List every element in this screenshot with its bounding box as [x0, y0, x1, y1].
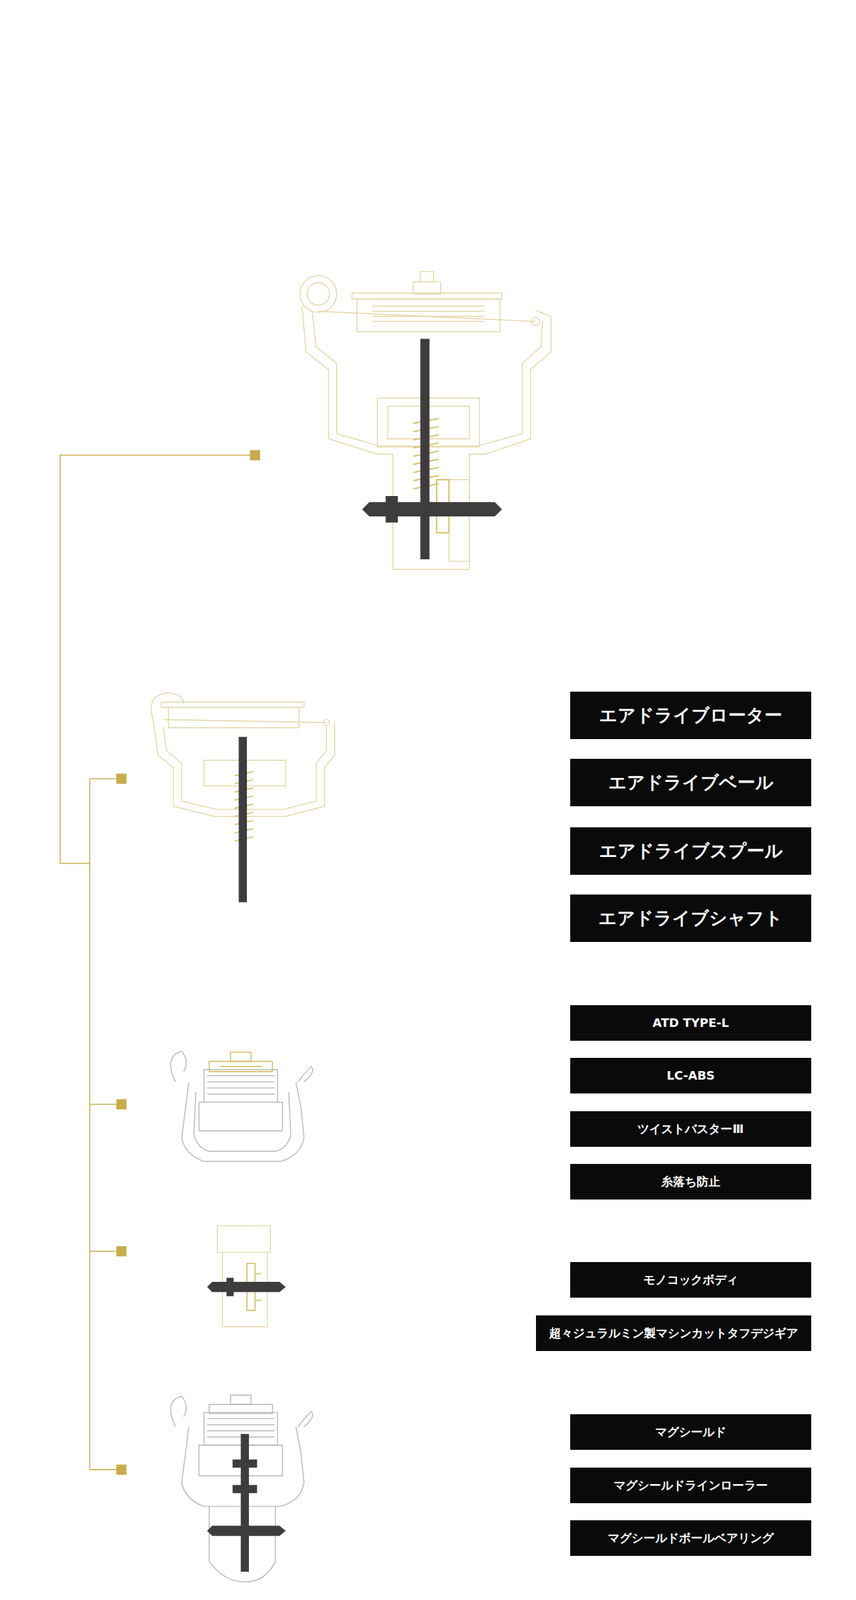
reel-cross-section-part [302, 306, 552, 570]
feature-name: ATD TYPE-L [652, 1015, 729, 1030]
gear-body-part [217, 1225, 271, 1252]
reel-cross-section-part [306, 282, 330, 305]
tree-line-part-part [116, 1463, 127, 1474]
magseal-reel-part [207, 1433, 286, 1572]
reel-cross-section-part [413, 281, 442, 295]
rotor-cross-section-part [168, 707, 299, 728]
reel-cross-section-part-part [362, 501, 502, 517]
spool-rotor-part [181, 1081, 305, 1161]
feature-label-box: 超々ジュラルミン製マシンカットタフデジギア [535, 1314, 812, 1351]
feature-label-box: エアドライブベール [570, 758, 812, 806]
magseal-reel-part [170, 1395, 187, 1427]
tree-line-part-part [116, 1245, 127, 1256]
rotor-cross-section-part [163, 719, 327, 723]
spool-rotor-part [198, 1101, 283, 1130]
magseal-reel-part [207, 1417, 275, 1419]
feature-label-box: LC-ABS [570, 1057, 812, 1094]
feature-label-box: 糸落ち防止 [570, 1163, 812, 1200]
magseal-reel-part [209, 1403, 273, 1414]
feature-label-box: エアドライブローター [570, 691, 812, 739]
gear-body [207, 1225, 286, 1327]
spool-rotor-part [207, 1087, 275, 1088]
feature-name: マグシールド [655, 1424, 727, 1439]
magseal-reel-part-part [240, 1433, 249, 1572]
feature-name: モノコックボディ [643, 1272, 739, 1287]
spool-rotor-part [207, 1074, 275, 1076]
feature-name: エアドライブスプール [599, 840, 783, 862]
feature-label-box: エアドライブシャフト [570, 894, 812, 942]
reel-cross-section-part [420, 271, 434, 282]
magseal-reel-part-part [232, 1459, 257, 1468]
feature-name: 糸落ち防止 [661, 1174, 721, 1189]
reel-cross-section-part-part [420, 338, 430, 560]
tree-line-part-part [116, 1098, 127, 1109]
tree-line-part [89, 778, 91, 1470]
gear-body-part-part [226, 1277, 234, 1296]
feature-label-box: エアドライブスプール [570, 827, 812, 875]
reel-cross-section-part [362, 338, 502, 560]
reel-cross-section-part [372, 320, 485, 322]
magseal-reel-part-part [207, 1524, 286, 1535]
spool-rotor-part-part [209, 1060, 273, 1071]
feature-name: エアドライブベール [608, 771, 774, 793]
reel-cross-section-part [449, 479, 470, 562]
feature-name: 超々ジュラルミン製マシンカットタフデジギア [549, 1325, 799, 1340]
feature-label-box: ATD TYPE-L [570, 1004, 812, 1041]
spool-rotor-part [170, 1050, 187, 1082]
tree-line [59, 449, 261, 1475]
reel-cross-section-part [531, 317, 540, 326]
spool-rotor-part-part [230, 1051, 251, 1061]
feature-name: エアドライブシャフト [598, 907, 783, 929]
spool-rotor-part [193, 1091, 291, 1151]
magseal-reel-part [230, 1394, 251, 1404]
magseal-reel-part-part [232, 1484, 257, 1493]
reel-illustration-part [59, 271, 551, 1581]
tree-line-part-part [116, 773, 127, 783]
reel-cross-section [300, 271, 552, 569]
spool-rotor-part [209, 1051, 273, 1071]
gear-body-part-part [254, 1272, 261, 1275]
spool-rotor-part-part [219, 1065, 263, 1067]
reel-cross-section-part [356, 298, 500, 332]
rotor-cross-section-part [323, 719, 330, 725]
reel-cross-section-part-part [385, 495, 399, 523]
feature-label-box: ツイストバスターⅢ [570, 1110, 812, 1147]
magseal-reel-part [207, 1423, 275, 1425]
tree-line-part-part [250, 449, 261, 460]
rotor-cross-section-part [239, 736, 247, 903]
gear-body-part-part [254, 1299, 261, 1301]
feature-label-box: マグシールドラインローラー [570, 1467, 812, 1503]
feature-name: マグシールドラインローラー [613, 1477, 768, 1493]
spool-rotor [170, 1050, 313, 1161]
reel-cross-section-part [372, 305, 485, 307]
spool-rotor-part [204, 1069, 278, 1103]
gear-body-part [207, 1277, 286, 1296]
spool-rotor-part [207, 1081, 275, 1082]
feature-name: マグシールドボールベアリング [607, 1530, 774, 1545]
reel-cross-section-part [318, 311, 536, 322]
reel-cross-section-part [300, 275, 338, 313]
magseal-reel [170, 1394, 313, 1582]
spool-rotor-part [297, 1066, 313, 1082]
rotor-cross-section-part [161, 701, 305, 708]
feature-name: LC-ABS [666, 1068, 715, 1083]
rotor-cross-section-part [151, 692, 184, 720]
feature-name: ツイストバスターⅢ [637, 1121, 744, 1136]
reel-cross-section-part [372, 310, 485, 312]
magseal-reel-part [207, 1430, 275, 1431]
rotor-cross-section [151, 692, 335, 903]
feature-label-box: モノコックボディ [570, 1261, 812, 1298]
feature-label-box: マグシールドボールベアリング [570, 1519, 812, 1556]
feature-name: エアドライブローター [599, 704, 783, 726]
magseal-reel-part [297, 1411, 313, 1427]
feature-label-box: マグシールド [570, 1413, 812, 1450]
gear-body-part-part [207, 1281, 286, 1292]
tree-line-part [116, 449, 261, 1475]
spool-rotor-part [207, 1093, 275, 1094]
